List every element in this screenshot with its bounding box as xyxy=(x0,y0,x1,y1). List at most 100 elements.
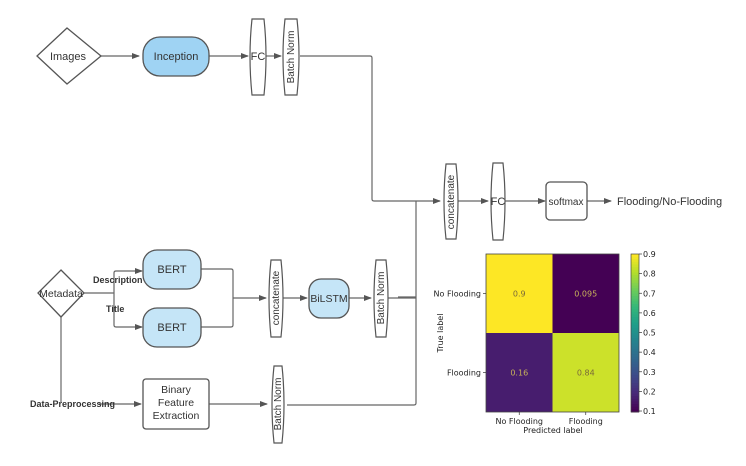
batchnorm-top-label: Batch Norm xyxy=(286,31,297,84)
edge-batchnorm-concatenate xyxy=(300,55,441,204)
colorbar-segment xyxy=(631,311,639,316)
colorbar-segment xyxy=(631,404,639,408)
inception-node[interactable]: Inception xyxy=(142,36,210,77)
colorbar-segment xyxy=(631,330,639,334)
bert-description-node[interactable]: BERT xyxy=(142,249,202,290)
colorbar-segment xyxy=(631,401,639,405)
colorbar-segment xyxy=(631,293,639,297)
softmax-label: softmax xyxy=(548,197,583,208)
colorbar-segment xyxy=(631,304,639,308)
binary-feature-line2: Feature xyxy=(158,397,194,409)
batchnorm-mid-label: Batch Norm xyxy=(376,272,387,325)
colorbar-segment xyxy=(631,354,639,358)
concatenate-main-node[interactable]: concatenate xyxy=(443,163,459,240)
colorbar-segment xyxy=(631,296,639,300)
confusion-matrix-frame xyxy=(485,253,620,413)
edge-title xyxy=(113,293,143,330)
colorbar-segment xyxy=(631,261,639,266)
y-tick-label: Flooding xyxy=(447,369,481,378)
images-label: Images xyxy=(50,51,87,63)
colorbar-segment xyxy=(631,314,639,318)
batchnorm-top-node[interactable]: Batch Norm xyxy=(282,18,300,96)
x-tick-label: Flooding xyxy=(569,417,603,426)
cm-cell-value: 0.16 xyxy=(510,369,528,378)
colorbar-frame xyxy=(630,253,640,413)
colorbar-segment xyxy=(631,393,639,397)
colorbar-segment xyxy=(631,322,639,326)
colorbar-segment xyxy=(631,388,639,392)
colorbar-segment xyxy=(631,343,639,347)
colorbar-tick-label: 0.5 xyxy=(643,329,656,338)
colorbar-tick-label: 0.4 xyxy=(643,348,656,357)
colorbar-segment xyxy=(631,361,639,366)
colorbar-segment xyxy=(631,254,639,258)
colorbar-segment xyxy=(631,340,639,345)
fc-top-label: FC xyxy=(251,51,266,63)
batchnorm-bottom-node[interactable]: Batch Norm xyxy=(271,365,285,444)
edges xyxy=(60,53,612,407)
bilstm-node[interactable]: BiLSTM xyxy=(308,278,350,319)
colorbar-segment xyxy=(631,301,639,305)
colorbar-segment xyxy=(631,383,639,387)
colorbar-segment xyxy=(631,319,639,323)
fc-top-node[interactable]: FC xyxy=(249,18,267,96)
colorbar-segment xyxy=(631,369,639,373)
concatenate-mid-label: concatenate xyxy=(271,270,282,325)
colorbar-tick-label: 0.6 xyxy=(643,309,656,318)
softmax-node[interactable]: softmax xyxy=(545,181,588,221)
colorbar-segment xyxy=(631,272,639,276)
colorbar-segment xyxy=(631,390,639,395)
colorbar-segment xyxy=(631,396,639,400)
colorbar-segment xyxy=(631,280,639,284)
batchnorm-mid-node[interactable]: Batch Norm xyxy=(373,259,389,338)
colorbar-tick-label: 0.7 xyxy=(643,289,656,298)
description-edge-label: Description xyxy=(93,275,143,285)
colorbar-segment xyxy=(631,256,639,260)
colorbar-tick-label: 0.3 xyxy=(643,368,656,377)
edge-description xyxy=(113,268,143,293)
colorbar-segment xyxy=(631,288,639,292)
colorbar-segment xyxy=(631,409,639,413)
fc-main-node[interactable]: FC xyxy=(490,162,506,241)
colorbar-segment xyxy=(631,380,639,384)
bert-title-node[interactable]: BERT xyxy=(142,307,202,348)
metadata-node[interactable]: Metadata xyxy=(37,269,85,318)
colorbar-segment xyxy=(631,346,639,350)
colorbar-segment xyxy=(631,348,639,352)
binary-feature-line3: Extraction xyxy=(153,410,200,422)
colorbar-segment xyxy=(631,351,639,355)
output-label: Flooding/No-Flooding xyxy=(617,196,722,208)
edge-bert-merge xyxy=(201,268,234,328)
x-axis-label: Predicted label xyxy=(523,426,582,435)
concatenate-mid-node[interactable]: concatenate xyxy=(268,259,284,338)
colorbar-segment xyxy=(631,282,639,287)
cm-cell-value: 0.095 xyxy=(574,290,597,299)
colorbar-segment xyxy=(631,356,639,360)
colorbar-segment xyxy=(631,298,639,302)
batchnorm-bottom-label: Batch Norm xyxy=(273,378,284,431)
cm-cell-value: 0.9 xyxy=(513,290,526,299)
colorbar-segment xyxy=(631,327,639,331)
concatenate-main-label: concatenate xyxy=(446,174,457,229)
colorbar-segment xyxy=(631,359,639,363)
x-tick-label: No Flooding xyxy=(496,417,543,426)
images-node[interactable]: Images xyxy=(36,27,103,85)
edge-merge-bottom xyxy=(287,201,417,406)
colorbar-tick-label: 0.8 xyxy=(643,270,656,279)
colorbar-segment xyxy=(631,317,639,321)
colorbar-segment xyxy=(631,275,639,279)
binary-feature-extraction-node[interactable]: Binary Feature Extraction xyxy=(142,378,210,430)
colorbar-segment xyxy=(631,398,639,402)
fc-main-label: FC xyxy=(491,196,506,208)
colorbar-segment xyxy=(631,269,639,273)
cm-cell xyxy=(486,254,553,333)
colorbar-segment xyxy=(631,333,639,337)
cm-cell xyxy=(552,333,619,412)
colorbar-segment xyxy=(631,306,639,310)
inception-label: Inception xyxy=(154,51,199,63)
title-edge-label: Title xyxy=(106,304,124,314)
metadata-label: Metadata xyxy=(39,288,83,300)
colorbar-segment xyxy=(631,367,639,371)
colorbar-tick-label: 0.2 xyxy=(643,387,656,396)
colorbar-segment xyxy=(631,375,639,379)
